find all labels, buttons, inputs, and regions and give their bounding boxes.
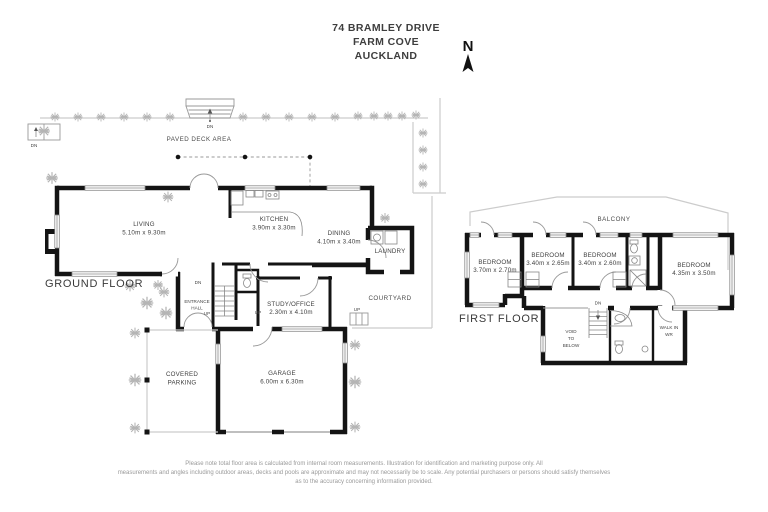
dn-label-first-floor: DN [595, 301, 602, 306]
deck-stairs [185, 98, 235, 122]
void-label1: VOID [565, 329, 577, 334]
room-label-entrance1: ENTRANCE [184, 299, 209, 304]
room-label-parking1: COVERED [166, 371, 198, 378]
dn-label-deck-box: DN [31, 143, 38, 148]
room-dims-kitchen: 3.90m x 3.30m [252, 225, 296, 232]
up-label-study: UP [255, 310, 261, 315]
room-label-parking2: PARKING [168, 380, 197, 387]
room-label-laundry: LAUNDRY [375, 248, 406, 255]
room-dims-dining: 4.10m x 3.40m [317, 239, 361, 246]
room-label-bedroom3: BEDROOM [583, 252, 616, 259]
room-dims-living: 5.10m x 9.30m [122, 230, 166, 237]
room-label-kitchen: KITCHEN [260, 216, 289, 223]
address-line1: 74 BRAMLEY DRIVE [332, 22, 440, 34]
void-label3: BELOW [563, 343, 580, 348]
room-dims-study: 2.30m x 4.10m [269, 309, 313, 316]
address-line2: FARM COVE [353, 36, 419, 48]
room-label-study: STUDY/OFFICE [267, 301, 315, 308]
room-label-entrance2: HALL [191, 306, 203, 311]
walkin-label2: WR [665, 332, 673, 337]
room-label-bedroom2: BEDROOM [531, 252, 564, 259]
room-dims-bedroom2: 3.40m x 2.65m [526, 260, 570, 267]
dn-label-deck-stairs: DN [207, 124, 214, 129]
room-dims-bedroom3: 3.40m x 2.60m [578, 260, 622, 267]
first-floor-fixtures [507, 239, 649, 354]
room-label-dining: DINING [328, 230, 351, 237]
north-arrow-icon: N [462, 38, 474, 72]
first-floor-openings [464, 221, 735, 353]
ground-floor-labels: GROUND FLOOR PAVED DECK AREA LIVING 5.10… [31, 124, 411, 387]
dn-label-entry: DN [195, 280, 202, 285]
first-floor-labels: FIRST FLOOR BALCONY BEDROOM 3.70m x 2.70… [459, 216, 716, 348]
room-dims-bedroom1: 3.70m x 2.70m [473, 267, 517, 274]
first-floor-label: FIRST FLOOR [459, 313, 539, 325]
void-label2: TO [568, 336, 575, 341]
disclaimer-line2: measurements and angles including outdoo… [118, 470, 611, 476]
balcony-label: BALCONY [597, 216, 630, 223]
room-label-bedroom4: BEDROOM [677, 262, 710, 269]
ground-floor-openings [54, 173, 400, 435]
header: 74 BRAMLEY DRIVE FARM COVE AUCKLAND [332, 22, 440, 62]
paved-deck-label: PAVED DECK AREA [167, 136, 232, 143]
ground-floor-fixtures [144, 190, 433, 435]
up-label-entry: UP [204, 311, 210, 316]
room-label-bedroom1: BEDROOM [478, 259, 511, 266]
deck-area [27, 98, 446, 434]
north-label: N [463, 38, 474, 55]
disclaimer-line1: Please note total floor area is calculat… [185, 461, 542, 467]
disclaimer: Please note total floor area is calculat… [118, 461, 611, 485]
disclaimer-line3: as to the accuracy concerning informatio… [295, 479, 433, 485]
address-line3: AUCKLAND [355, 50, 418, 62]
room-label-garage: GARAGE [268, 370, 296, 377]
walkin-label1: WALK IN [660, 325, 679, 330]
room-dims-bedroom4: 4.35m x 3.50m [672, 270, 716, 277]
room-label-courtyard: COURTYARD [368, 295, 411, 302]
up-label-courtyard: UP [354, 307, 360, 312]
room-dims-garage: 6.00m x 6.30m [260, 379, 304, 386]
room-label-living: LIVING [133, 221, 155, 228]
ground-floor-label: GROUND FLOOR [45, 278, 143, 290]
balcony-outline [469, 196, 729, 270]
